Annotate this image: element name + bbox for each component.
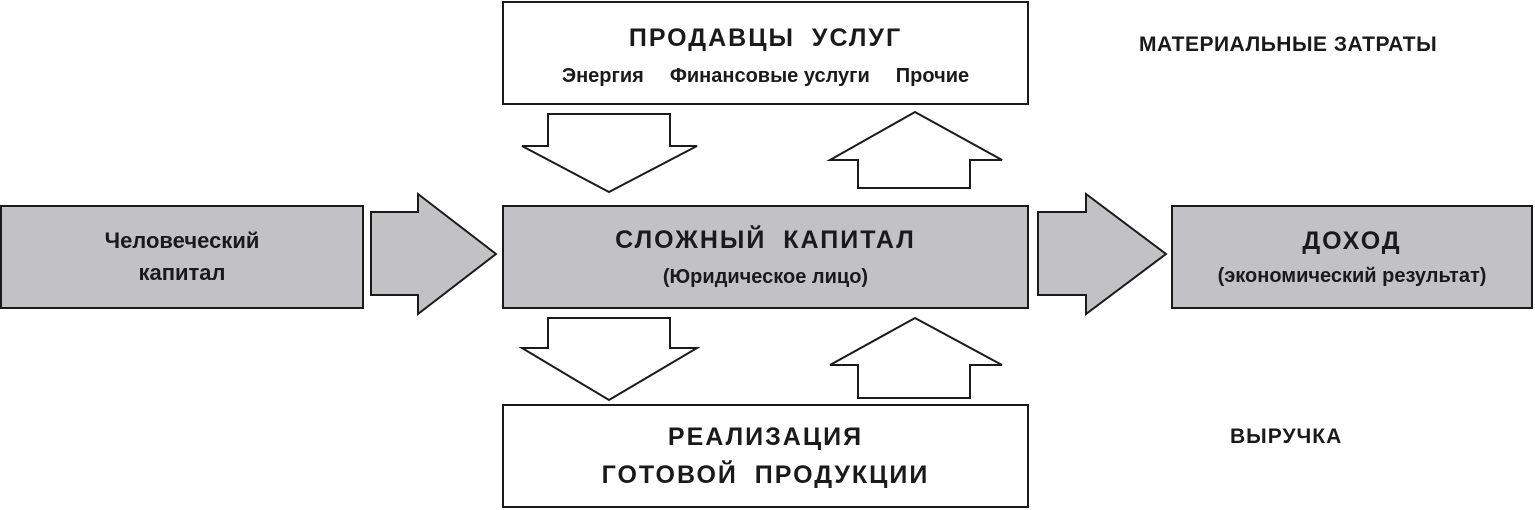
vendor-item-other: Прочие: [895, 65, 970, 87]
arrow-down-capital-to-sales: [518, 317, 701, 402]
human-capital-line2: капитал: [138, 260, 226, 285]
complex-capital-subtitle: (Юридическое лицо): [662, 266, 869, 288]
complex-capital-title: СЛОЖНЫЙ КАПИТАЛ: [615, 226, 916, 254]
material-costs-label: МАТЕРИАЛЬНЫЕ ЗАТРАТЫ: [1139, 33, 1438, 56]
arrow-up-sales-to-capital: [829, 316, 1003, 399]
sales-line1: РЕАЛИЗАЦИЯ: [667, 423, 864, 451]
human-capital-box: Человеческий капитал: [0, 205, 364, 309]
complex-capital-box: СЛОЖНЫЙ КАПИТАЛ (Юридическое лицо): [502, 205, 1029, 309]
income-title: ДОХОД: [1302, 227, 1402, 255]
vendor-item-financial: Финансовые услуги: [669, 65, 870, 87]
vendors-box: ПРОДАВЦЫ УСЛУГ Энергия Финансовые услуги…: [502, 1, 1029, 105]
vendor-item-energy: Энергия: [561, 65, 644, 87]
sales-box: РЕАЛИЗАЦИЯ ГОТОВОЙ ПРОДУКЦИИ: [502, 404, 1029, 508]
arrow-right-capital-to-income: [1037, 192, 1168, 316]
human-capital-line1: Человеческий: [104, 228, 260, 253]
vendors-title: ПРОДАВЦЫ УСЛУГ: [628, 24, 903, 52]
arrow-up-capital-to-vendors: [826, 110, 1003, 189]
arrow-right-human-to-capital: [370, 191, 498, 317]
revenue-label: ВЫРУЧКА: [1230, 425, 1343, 448]
sales-line2: ГОТОВОЙ ПРОДУКЦИИ: [601, 461, 930, 489]
vendors-services-list: Энергия Финансовые услуги Прочие: [562, 65, 969, 88]
income-subtitle: (экономический результат): [1217, 265, 1487, 287]
arrow-down-vendors-to-capital: [521, 113, 698, 194]
income-box: ДОХОД (экономический результат): [1171, 205, 1533, 309]
